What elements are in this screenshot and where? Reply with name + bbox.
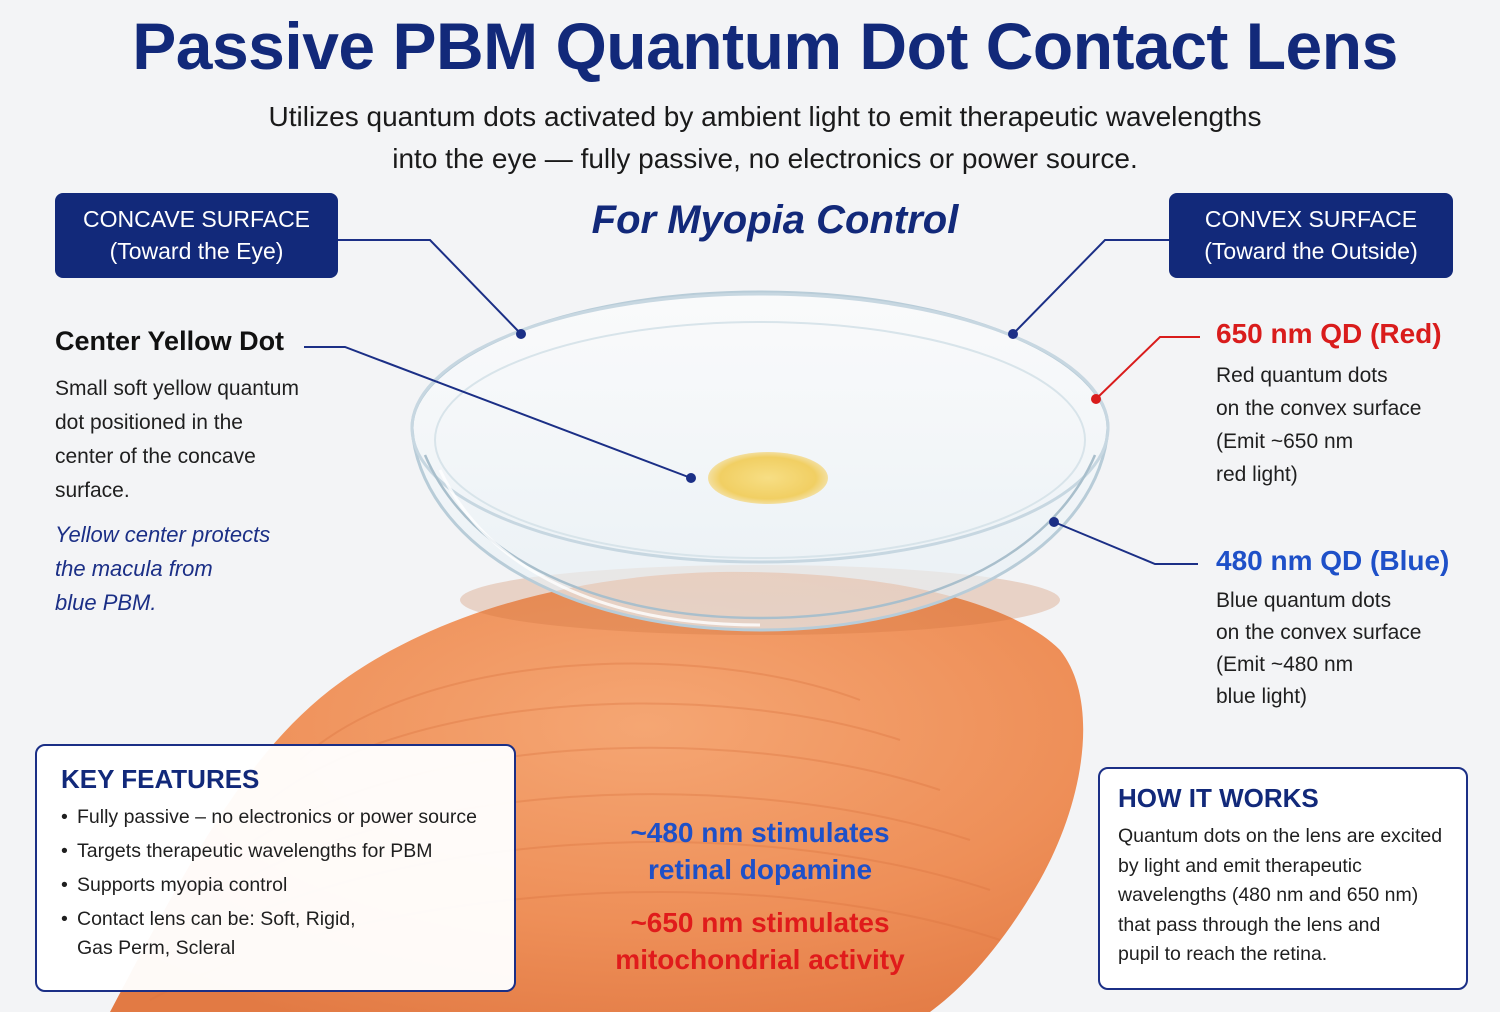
list-item-text: Targets therapeutic wavelengths for PBM bbox=[77, 840, 433, 862]
how-line: wavelengths (480 nm and 650 nm) bbox=[1118, 884, 1419, 906]
desc-line: center of the concave bbox=[55, 445, 256, 468]
convex-line: (Toward the Outside) bbox=[1204, 238, 1418, 264]
convex-surface-label: CONVEX SURFACE (Toward the Outside) bbox=[1169, 193, 1453, 278]
red-stat: ~650 nm stimulates mitochondrial activit… bbox=[560, 904, 960, 978]
note-line: blue PBM. bbox=[55, 590, 157, 615]
list-item: Fully passive – no electronics or power … bbox=[61, 803, 490, 832]
note-line: Yellow center protects bbox=[55, 522, 271, 547]
how-it-works-text: Quantum dots on the lens are excited by … bbox=[1118, 822, 1448, 970]
desc-line: blue light) bbox=[1216, 685, 1308, 708]
key-features-list: Fully passive – no electronics or power … bbox=[61, 803, 490, 963]
center-dot-description: Small soft yellow quantum dot positioned… bbox=[55, 372, 355, 508]
list-item-text: Fully passive – no electronics or power … bbox=[77, 806, 477, 828]
red-qd-description: Red quantum dots on the convex surface (… bbox=[1216, 359, 1486, 491]
desc-line: Red quantum dots bbox=[1216, 364, 1388, 387]
how-line: that pass through the lens and bbox=[1118, 913, 1381, 936]
concave-surface-label: CONCAVE SURFACE (Toward the Eye) bbox=[55, 193, 338, 278]
page-title: Passive PBM Quantum Dot Contact Lens bbox=[132, 9, 1398, 83]
desc-line: on the convex surface bbox=[1216, 621, 1422, 644]
key-features-title: KEY FEATURES bbox=[61, 764, 260, 794]
center-dot-title: Center Yellow Dot bbox=[55, 326, 285, 356]
how-it-works-card: HOW IT WORKS Quantum dots on the lens ar… bbox=[1098, 767, 1468, 990]
how-line: by light and emit therapeutic bbox=[1118, 854, 1362, 877]
desc-line: surface. bbox=[55, 479, 130, 502]
blue-stat: ~480 nm stimulates retinal dopamine bbox=[560, 814, 960, 888]
convex-line: CONVEX SURFACE bbox=[1204, 206, 1418, 232]
how-line: pupil to reach the retina. bbox=[1118, 943, 1328, 965]
concave-line: (Toward the Eye) bbox=[109, 238, 284, 264]
list-item: Contact lens can be: Soft, Rigid, Gas Pe… bbox=[61, 905, 490, 963]
desc-line: on the convex surface bbox=[1216, 397, 1422, 420]
center-dot-note: Yellow center protects the macula from b… bbox=[55, 518, 355, 620]
desc-line: (Emit ~480 nm bbox=[1216, 653, 1354, 676]
desc-line: dot positioned in the bbox=[55, 411, 243, 434]
blue-qd-title: 480 nm QD (Blue) bbox=[1216, 545, 1450, 576]
subtitle-line: Utilizes quantum dots activated by ambie… bbox=[268, 101, 1262, 132]
desc-line: (Emit ~650 nm bbox=[1216, 430, 1354, 453]
stat-line: ~650 nm stimulates bbox=[630, 907, 890, 938]
desc-line: Blue quantum dots bbox=[1216, 589, 1392, 612]
list-item: Targets therapeutic wavelengths for PBM bbox=[61, 837, 490, 866]
red-qd-title: 650 nm QD (Red) bbox=[1216, 318, 1442, 349]
how-it-works-title: HOW IT WORKS bbox=[1118, 783, 1319, 813]
list-item-text: Supports myopia control bbox=[77, 874, 288, 896]
note-line: the macula from bbox=[55, 556, 213, 581]
how-line: Quantum dots on the lens are excited bbox=[1118, 825, 1443, 847]
blue-qd-description: Blue quantum dots on the convex surface … bbox=[1216, 585, 1486, 713]
list-item-text: Gas Perm, Scleral bbox=[77, 937, 236, 959]
stat-line: mitochondrial activity bbox=[615, 944, 905, 975]
stat-line: ~480 nm stimulates bbox=[630, 817, 890, 848]
concave-line: CONCAVE SURFACE bbox=[82, 206, 311, 232]
subtitle: Utilizes quantum dots activated by ambie… bbox=[150, 96, 1380, 180]
desc-line: Small soft yellow quantum bbox=[55, 377, 299, 400]
list-item-text: Contact lens can be: Soft, Rigid, bbox=[77, 908, 356, 930]
key-features-card: KEY FEATURES Fully passive – no electron… bbox=[35, 744, 516, 992]
stat-line: retinal dopamine bbox=[647, 854, 873, 885]
list-item: Supports myopia control bbox=[61, 871, 490, 900]
yellow-center-dot bbox=[708, 452, 828, 504]
myopia-heading: For Myopia Control bbox=[591, 198, 959, 242]
desc-line: red light) bbox=[1216, 463, 1298, 486]
subtitle-line: into the eye — fully passive, no electro… bbox=[392, 143, 1138, 174]
